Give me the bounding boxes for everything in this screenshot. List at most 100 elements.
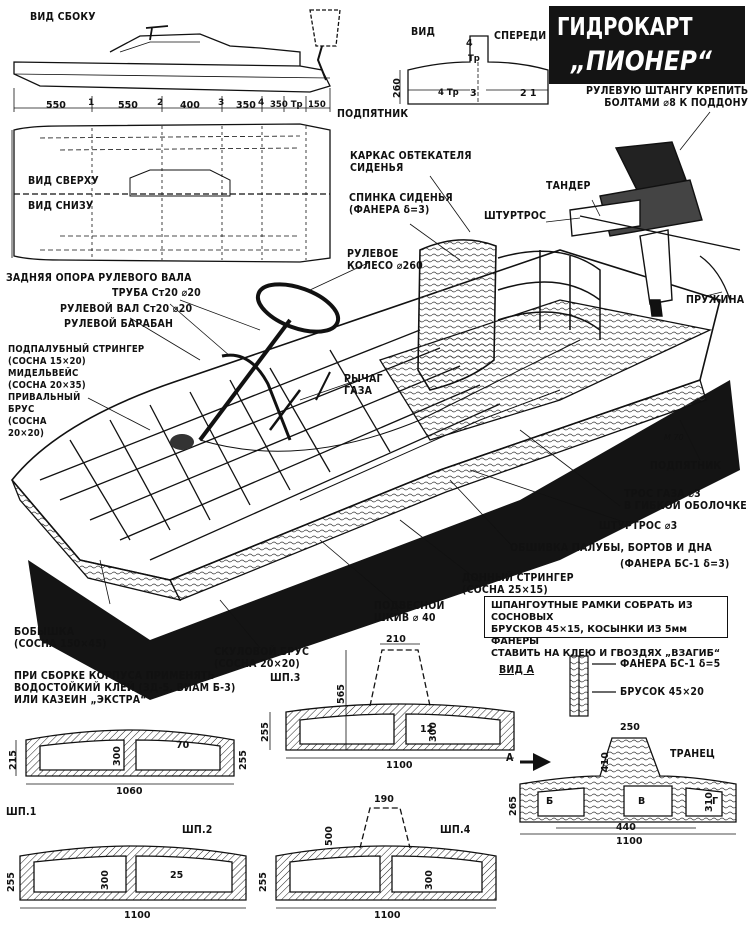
frame-sp4 [275, 807, 497, 909]
transom-mark-b: Б [546, 796, 554, 807]
top-bottom-view [11, 123, 331, 263]
drum-label: РУЛЕВОЙ БАРАБАН [64, 318, 174, 330]
transom-mark-v: В [638, 796, 646, 807]
side-dim-3: 400 [180, 100, 200, 111]
podpyatnik-label: ПОДПЯТНИК [337, 108, 409, 120]
podpyatnik2-label: ПОДПЯТНИК [650, 460, 722, 472]
frame-sp2 [19, 845, 247, 909]
shaft-label: РУЛЕВОЙ ВАЛ Ст20 ⌀20 [60, 303, 193, 315]
side-dim-5: 350 Тр [270, 100, 303, 110]
station-4: 4 [258, 98, 265, 108]
frame-sp3 [269, 643, 515, 759]
front-view-label-a: ВИД [411, 26, 436, 38]
throttle-cable-label: ТРОС ГАЗА ⌀3 В ГИБКОЙ ОБОЛОЧКЕ [624, 488, 747, 512]
front-mark-21: 2 1 [520, 88, 537, 99]
transom-h-left: 265 [508, 796, 519, 816]
top-view-label: ВИД СВЕРХУ [28, 175, 99, 187]
skin-material-label: (ФАНЕРА БС-1 δ=3) [620, 558, 730, 570]
sp4-height: 500 [324, 826, 335, 846]
title-line-1: ГИДРОКАРТ [557, 12, 693, 41]
sp3-h-left: 255 [260, 722, 271, 742]
glue-note: ПРИ СБОРКЕ КОРПУСА ПРИМЕНЯТЬ ВОДОСТОЙКИЙ… [14, 670, 236, 706]
sp1-h-right: 255 [238, 750, 249, 770]
sp3-width: 1100 [386, 760, 413, 771]
transom-top: 250 [620, 722, 640, 733]
wheel-label: РУЛЕВОЕ КОЛЕСО ⌀260 [347, 248, 423, 272]
station-1: 1 [88, 98, 95, 108]
transom-mark-g: Г [712, 796, 719, 807]
transom-height: 410 [600, 752, 611, 772]
frames-note-box: ШПАНГОУТНЫЕ РАМКИ СОБРАТЬ ИЗ СОСНОВЫХ БР… [484, 596, 728, 659]
bottom-view-label: ВИД СНИЗУ [28, 200, 94, 212]
tube-label: ТРУБА Ст20 ⌀20 [112, 287, 201, 299]
front-view-label-b: СПЕРЕДИ [494, 30, 547, 42]
title-line-2: „ПИОНЕР“ [571, 46, 712, 77]
shturtros-label: ШТУРТРОС [484, 210, 547, 222]
sp4-h-center: 300 [424, 870, 435, 890]
sp1-label: ШП.1 [6, 806, 37, 818]
bottom-stringer-label: ДОННЫЙ СТРИНГЕР (СОСНА 25×15) [462, 572, 574, 596]
boat-perspective: М 70 [10, 141, 741, 700]
front-height: 260 [392, 78, 403, 98]
view-a-detail [569, 655, 616, 717]
sp2-h-left: 255 [6, 872, 17, 892]
seat-frame-label: КАРКАС ОБТЕКАТЕЛЯ СИДЕНЬЯ [350, 150, 472, 174]
side-dim-1: 550 [46, 100, 66, 111]
stringers-label: ПОДПАЛУБНЫЙ СТРИНГЕР (СОСНА 15×20) МИДЕЛ… [8, 344, 145, 439]
throttle-label: РЫЧАГ ГАЗА [344, 373, 383, 397]
transom-label: ТРАНЕЦ [670, 748, 716, 760]
side-view-dimension-line [13, 96, 331, 112]
sp2-label: ШП.2 [182, 824, 213, 836]
title-block: ГИДРОКАРТ „ПИОНЕР“ [549, 6, 745, 84]
sp3-label: ШП.3 [270, 672, 301, 684]
transom-width: 1100 [616, 836, 643, 847]
sp3-note: 12 [420, 724, 434, 735]
seat-back-label: СПИНКА СИДЕНЬЯ (ФАНЕРА δ=3) [349, 192, 453, 216]
side-dim-4: 350 [236, 100, 256, 111]
sp1-h-left: 215 [8, 750, 19, 770]
sp1-note: 70 [176, 740, 190, 751]
view-a-arrow-label: А [506, 752, 514, 764]
sp4-h-left: 255 [258, 872, 269, 892]
frame-sp1 [15, 729, 235, 785]
station-3: 3 [218, 98, 225, 108]
station-2: 2 [157, 98, 164, 108]
chine-label: СКУЛОВОЙ БРУС (СОСНА 20×20) [214, 646, 310, 670]
sp2-h-center: 300 [100, 870, 111, 890]
front-view [399, 35, 549, 105]
logo-mark: М 70 [664, 433, 684, 442]
frames-note-text: ШПАНГОУТНЫЕ РАМКИ СОБРАТЬ ИЗ СОСНОВЫХ БР… [491, 600, 721, 659]
transom-inner: 440 [616, 822, 636, 833]
leader-lines [87, 111, 723, 649]
front-mark-4tr: 4 Тр [438, 88, 459, 98]
sp2-note: 25 [170, 870, 184, 881]
side-dim-2: 550 [118, 100, 138, 111]
front-mark-4: 4 [466, 38, 473, 49]
sp3-top: 210 [386, 634, 406, 645]
sp1-width: 1060 [116, 786, 143, 797]
shturtros3-label: ШТУРТРОС ⌀3 [599, 520, 678, 532]
view-a-label: ВИД А [499, 664, 535, 676]
tander-label: ТАНДЕР [546, 180, 591, 192]
boss-label: БОБЫШКА (СОСНА 150×45) [14, 626, 107, 650]
plywood-label: ФАНЕРА БС-1 δ=5 [620, 658, 721, 670]
sp1-h-center: 300 [112, 746, 123, 766]
pulley-label: ПОДВЕСНОЙ ШКИВ ⌀ 40 [374, 600, 445, 624]
transom [519, 737, 737, 835]
side-view-label: ВИД СБОКУ [30, 11, 96, 23]
side-view [13, 9, 341, 96]
sp2-width: 1100 [124, 910, 151, 921]
front-mark-3: 3 [470, 88, 477, 99]
skin-label: ОБШИВКА ПАЛУБЫ, БОРТОВ И ДНА [510, 542, 713, 554]
spring-label: ПРУЖИНА [686, 294, 745, 306]
side-dim-6: 150 [308, 100, 326, 110]
sp4-width: 1100 [374, 910, 401, 921]
steering-rod-note: РУЛЕВУЮ ШТАНГУ КРЕПИТЬ БОЛТАМИ ⌀8 К ПОДД… [586, 85, 749, 109]
sp4-label: ШП.4 [440, 824, 471, 836]
sp3-height: 565 [336, 684, 347, 704]
rear-support-label: ЗАДНЯЯ ОПОРА РУЛЕВОГО ВАЛА [6, 272, 192, 284]
bar-label: БРУСОК 45×20 [620, 686, 704, 698]
front-mark-tr: Тр [468, 54, 480, 64]
